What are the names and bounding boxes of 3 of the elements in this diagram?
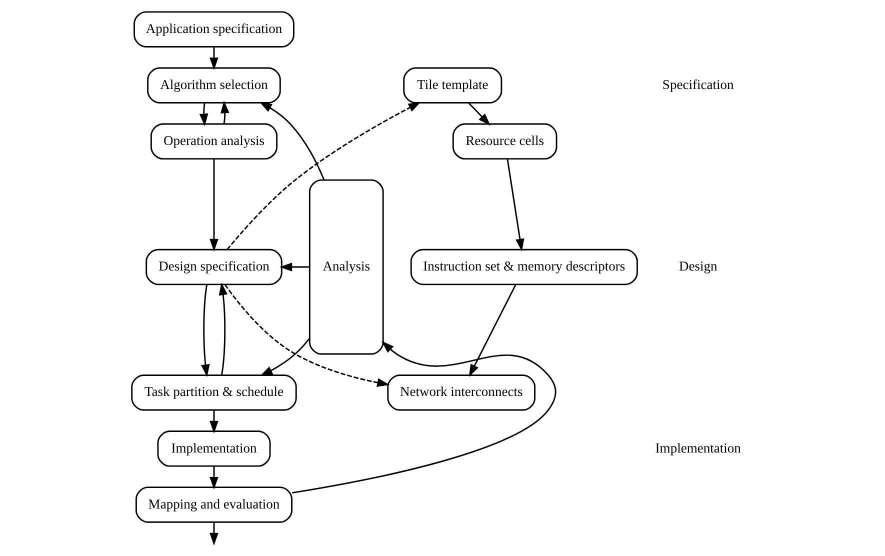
label: Specification — [662, 76, 734, 92]
label: Implementation — [654, 440, 740, 456]
label: Design — [678, 258, 717, 274]
